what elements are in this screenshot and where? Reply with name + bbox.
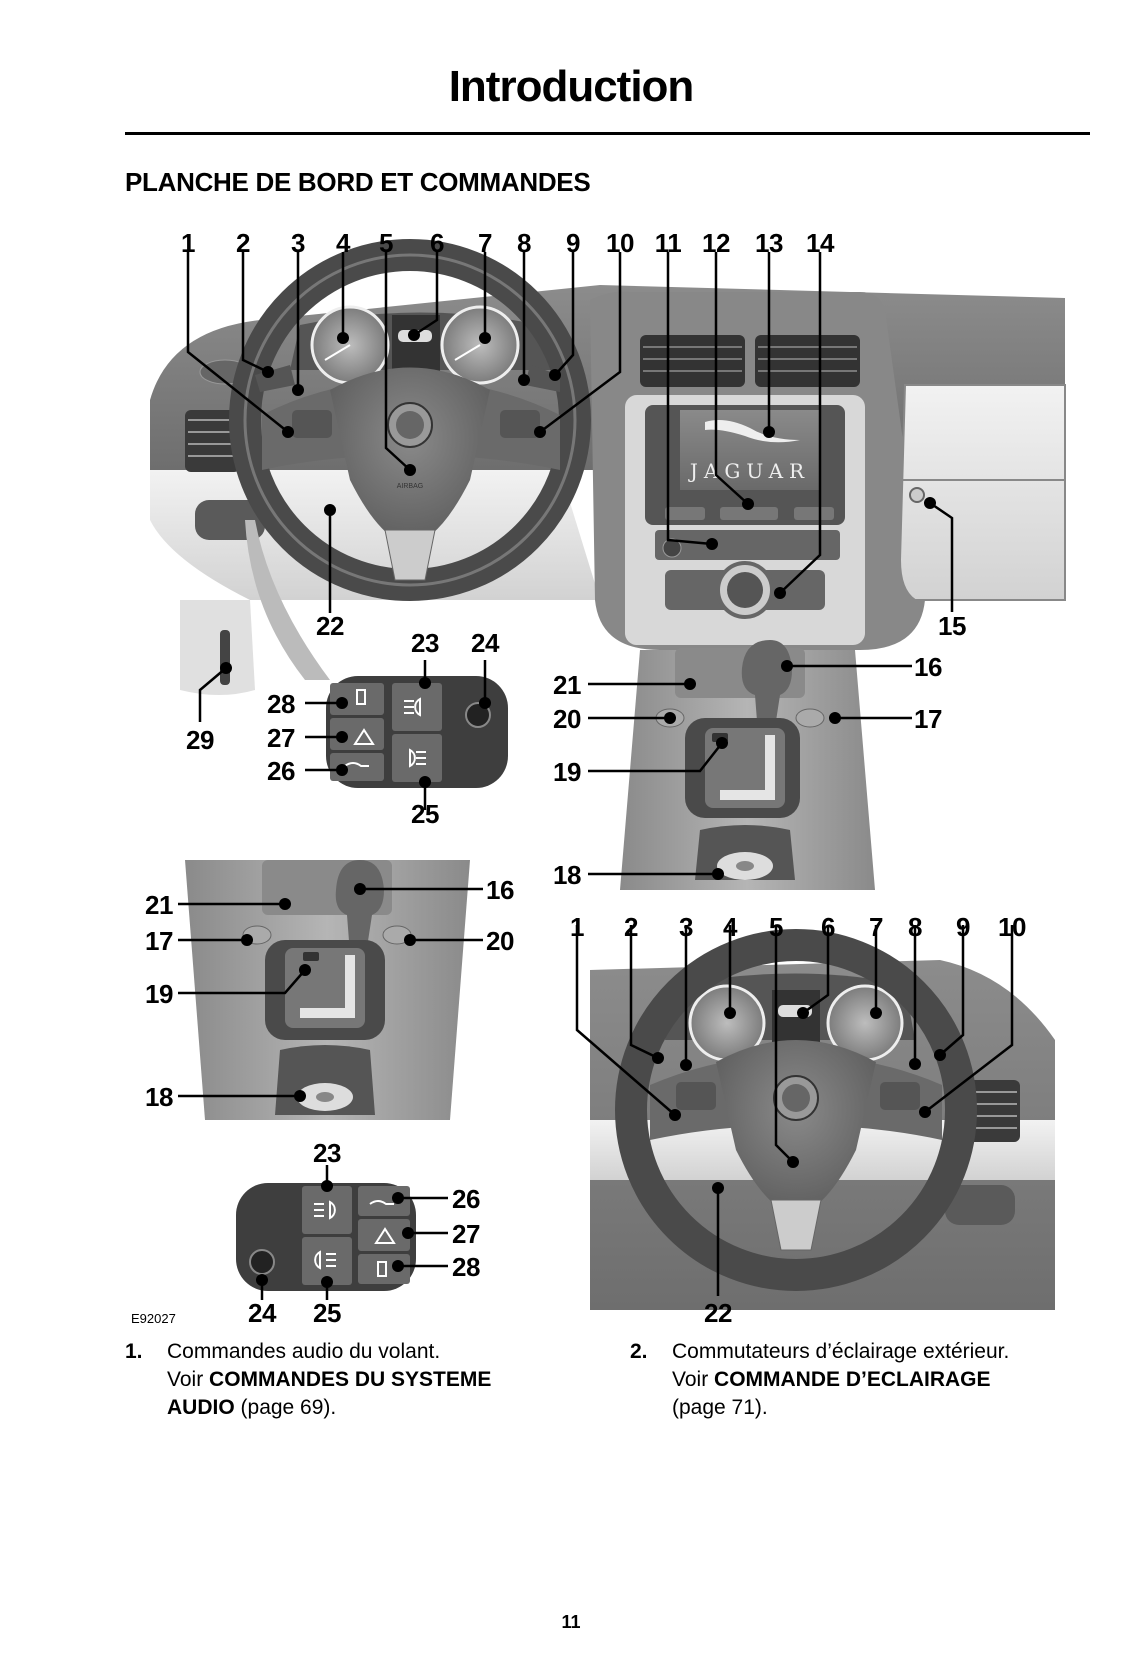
item-reference-link[interactable]: COMMANDE D’ECLAIRAGE [714, 1368, 991, 1391]
callout-18: 18 [553, 860, 581, 890]
callout-3: 3 [291, 228, 305, 258]
item-see: Voir [167, 1368, 204, 1391]
rhd-callout-19: 19 [145, 979, 173, 1009]
rhd-dashboard-figure [575, 925, 1055, 1310]
item-see: Voir [672, 1368, 709, 1391]
callout-15: 15 [938, 611, 966, 641]
callout-14: 14 [806, 228, 834, 258]
callout-7: 7 [478, 228, 492, 258]
callout-25: 25 [411, 799, 439, 829]
callout-1: 1 [181, 228, 195, 258]
callout-10: 10 [606, 228, 634, 258]
rhd-console-figure [178, 860, 483, 1300]
item-description: Commutateurs d’éclairage extérieur. [672, 1340, 1010, 1363]
callout-28: 28 [267, 689, 295, 719]
rhd-callout-1: 1 [570, 912, 584, 942]
item-number: 1. [125, 1340, 143, 1363]
main-dashboard-figure: JAGUAR AIRBAG [150, 239, 1066, 890]
rhd-callout-21: 21 [145, 890, 173, 920]
rhd-callout-2: 2 [624, 912, 638, 942]
callout-21: 21 [553, 670, 581, 700]
item-number: 2. [630, 1340, 648, 1363]
callout-17: 17 [914, 704, 942, 734]
callout-23: 23 [411, 628, 439, 658]
screen-brand-text: JAGUAR [688, 459, 810, 483]
callout-19: 19 [553, 757, 581, 787]
callout-24: 24 [471, 628, 499, 658]
callout-9: 9 [566, 228, 580, 258]
rhd-callout-16: 16 [486, 875, 514, 905]
item-page-ref: (page 71). [672, 1396, 768, 1419]
callout-11: 11 [654, 228, 682, 258]
figure-id: E92027 [131, 1311, 176, 1326]
callout-6: 6 [430, 228, 444, 258]
callout-13: 13 [755, 228, 783, 258]
callout-29: 29 [186, 725, 214, 755]
rhd-callout-17: 17 [145, 926, 173, 956]
rhd-callout-8: 8 [908, 912, 922, 942]
rhd-callout-27: 27 [452, 1219, 480, 1249]
callout-20: 20 [553, 704, 581, 734]
page-title: Introduction [448, 62, 695, 111]
item-reference-link-cont[interactable]: AUDIO [167, 1396, 235, 1419]
rhd-callout-28: 28 [452, 1252, 480, 1282]
callout-5: 5 [379, 228, 393, 258]
rhd-callout-23: 23 [313, 1138, 341, 1168]
callout-16: 16 [914, 652, 942, 682]
item-description: Commandes audio du volant. [167, 1340, 441, 1363]
airbag-label: AIRBAG [397, 483, 423, 490]
page-number: 11 [561, 1612, 581, 1632]
title-rule [125, 132, 1090, 135]
item-reference-link[interactable]: COMMANDES DU SYSTEME [209, 1368, 492, 1391]
rhd-callout-10: 10 [998, 912, 1026, 942]
rhd-callout-24: 24 [248, 1298, 276, 1328]
callout-22: 22 [316, 611, 344, 641]
rhd-callout-4: 4 [723, 912, 737, 942]
callout-26: 26 [267, 756, 295, 786]
item-page-ref: (page 69). [240, 1396, 337, 1419]
callout-12: 12 [702, 228, 730, 258]
section-title: PLANCHE DE BORD ET COMMANDES [125, 167, 591, 197]
callout-2: 2 [236, 228, 250, 258]
rhd-callout-20: 20 [486, 926, 514, 956]
rhd-callout-25: 25 [313, 1298, 341, 1328]
rhd-callout-26: 26 [452, 1184, 480, 1214]
rhd-callout-5: 5 [769, 912, 783, 942]
rhd-callout-18: 18 [145, 1082, 173, 1112]
rhd-callout-6: 6 [821, 912, 835, 942]
callout-8: 8 [517, 228, 531, 258]
callout-4: 4 [336, 228, 350, 258]
rhd-callout-3: 3 [679, 912, 693, 942]
callout-27: 27 [267, 723, 295, 753]
rhd-callout-7: 7 [869, 912, 883, 942]
rhd-callout-22: 22 [704, 1298, 732, 1328]
rhd-callout-9: 9 [956, 912, 970, 942]
